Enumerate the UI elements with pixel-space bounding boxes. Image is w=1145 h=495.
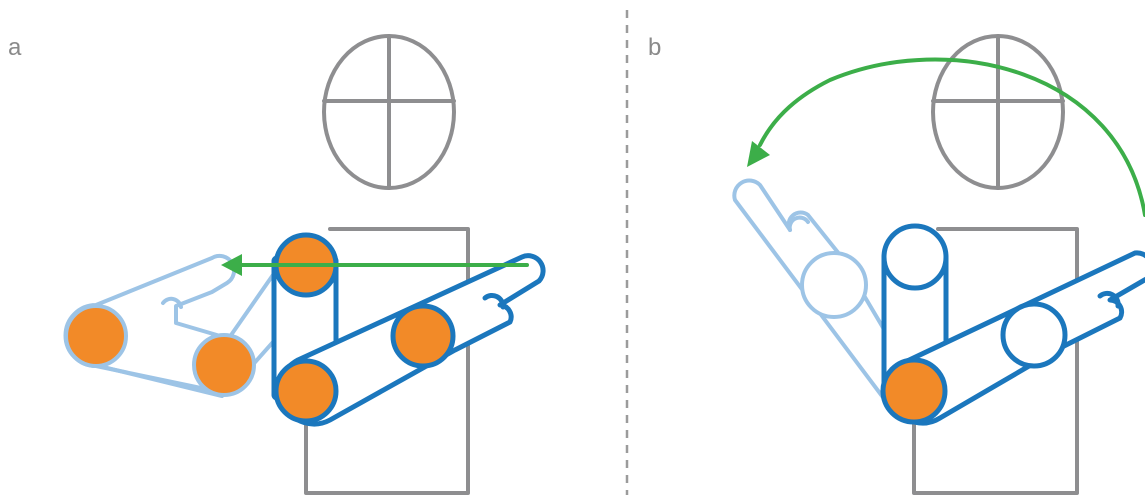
panel-b-elbow-joint: [883, 360, 945, 422]
panel-a-elbow-joint: [276, 361, 336, 421]
panel-a-wrist-joint: [393, 306, 453, 366]
panel-b-head: [931, 34, 1065, 190]
panel-a: a: [8, 34, 546, 495]
panel-a-torso: [304, 227, 470, 495]
panel-a-previous-wrist-joint: [194, 335, 254, 395]
panel-a-movement-arrow: [221, 254, 529, 276]
panel-a-previous-elbow-joint: [66, 306, 126, 366]
panel-b-previous-arm: [732, 178, 916, 402]
panel-b: b: [648, 34, 1145, 495]
panel-a-label: a: [8, 34, 22, 61]
panel-b-torso: [912, 227, 1079, 495]
panel-b-label: b: [648, 34, 661, 61]
panel-b-rotation-arrow: [747, 57, 1145, 217]
panel-a-head: [322, 34, 456, 190]
